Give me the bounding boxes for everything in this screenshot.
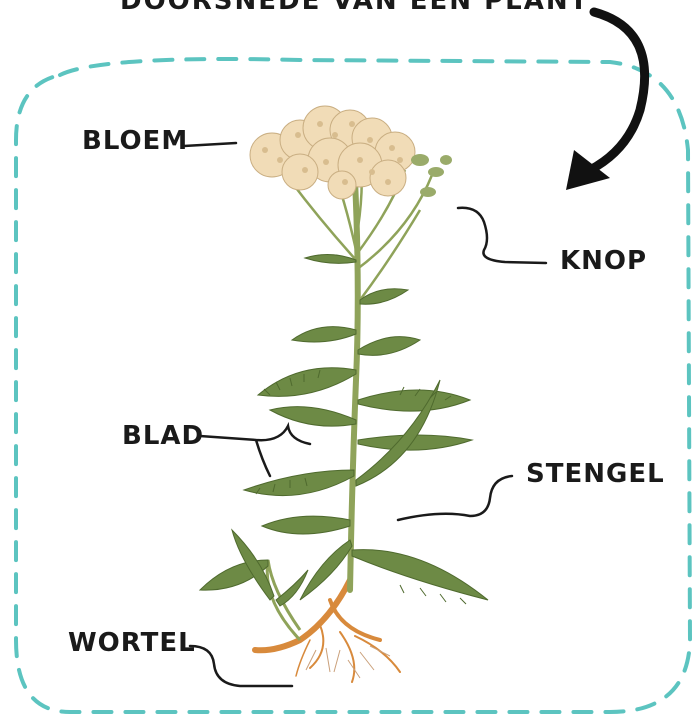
plant-buds [411, 154, 452, 197]
label-blad: BLAD [122, 421, 204, 451]
label-knop: KNOP [560, 246, 647, 276]
leader-blad [200, 426, 310, 476]
plant-leaves [200, 254, 488, 606]
leader-knop [458, 208, 546, 263]
leader-bloem [184, 143, 236, 146]
diagram-title: DOORSNEDE VAN EEN PLANT [120, 0, 589, 16]
curved-arrow-icon [566, 12, 645, 190]
flower-head [250, 106, 415, 199]
leader-stengel [398, 476, 512, 520]
plant-rootlets [306, 646, 390, 678]
leader-wortel [190, 646, 292, 686]
label-bloem: BLOEM [82, 126, 188, 156]
plant-roots [255, 580, 400, 682]
label-wortel: WORTEL [68, 628, 196, 658]
label-stengel: STENGEL [526, 459, 665, 489]
